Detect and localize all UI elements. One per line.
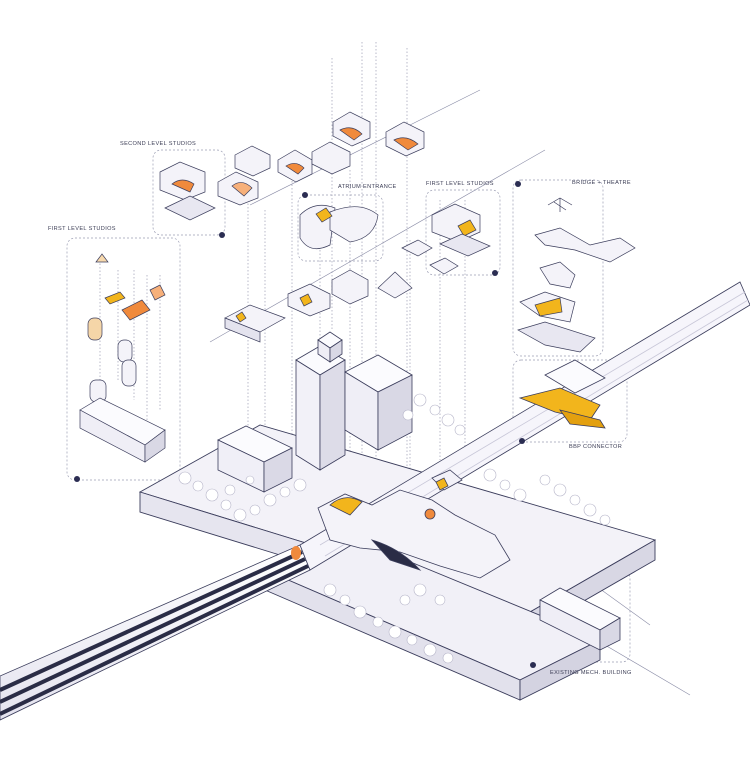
label-bbp-connector: BBP CONNECTOR xyxy=(569,444,623,450)
site-studio-cluster xyxy=(317,469,511,579)
second-level-shells xyxy=(159,111,425,221)
tower xyxy=(295,331,413,471)
transit-corridor xyxy=(0,281,750,721)
marker-first-level-right xyxy=(492,270,498,276)
label-bridge-theatre: BRIDGE + THEATRE xyxy=(572,180,632,186)
bridge-theatre-layers xyxy=(517,197,636,353)
bbp-connector xyxy=(518,359,606,429)
marker-bbp-connector xyxy=(519,438,525,444)
label-first-level-studios-left: FIRST LEVEL STUDIOS xyxy=(48,226,116,232)
marker-atrium xyxy=(302,192,308,198)
left-studio-pieces xyxy=(79,253,166,463)
label-existing-mech-building: EXISTING MECH. BUILDING xyxy=(550,670,632,676)
mech-building xyxy=(539,587,621,651)
marker-mech-building xyxy=(530,662,536,668)
label-second-level-studios: SECOND LEVEL STUDIOS xyxy=(120,141,197,147)
trees xyxy=(178,393,611,664)
label-first-level-studios-right: FIRST LEVEL STUDIOS xyxy=(426,181,494,187)
marker-second-level xyxy=(219,232,225,238)
marker-bridge-theatre xyxy=(515,181,521,187)
label-atrium-entrance: ATRIUM ENTRANCE xyxy=(338,184,397,190)
marker-first-level-left xyxy=(74,476,80,482)
atrium-pieces xyxy=(299,204,379,250)
mid-level-pieces xyxy=(224,203,491,343)
